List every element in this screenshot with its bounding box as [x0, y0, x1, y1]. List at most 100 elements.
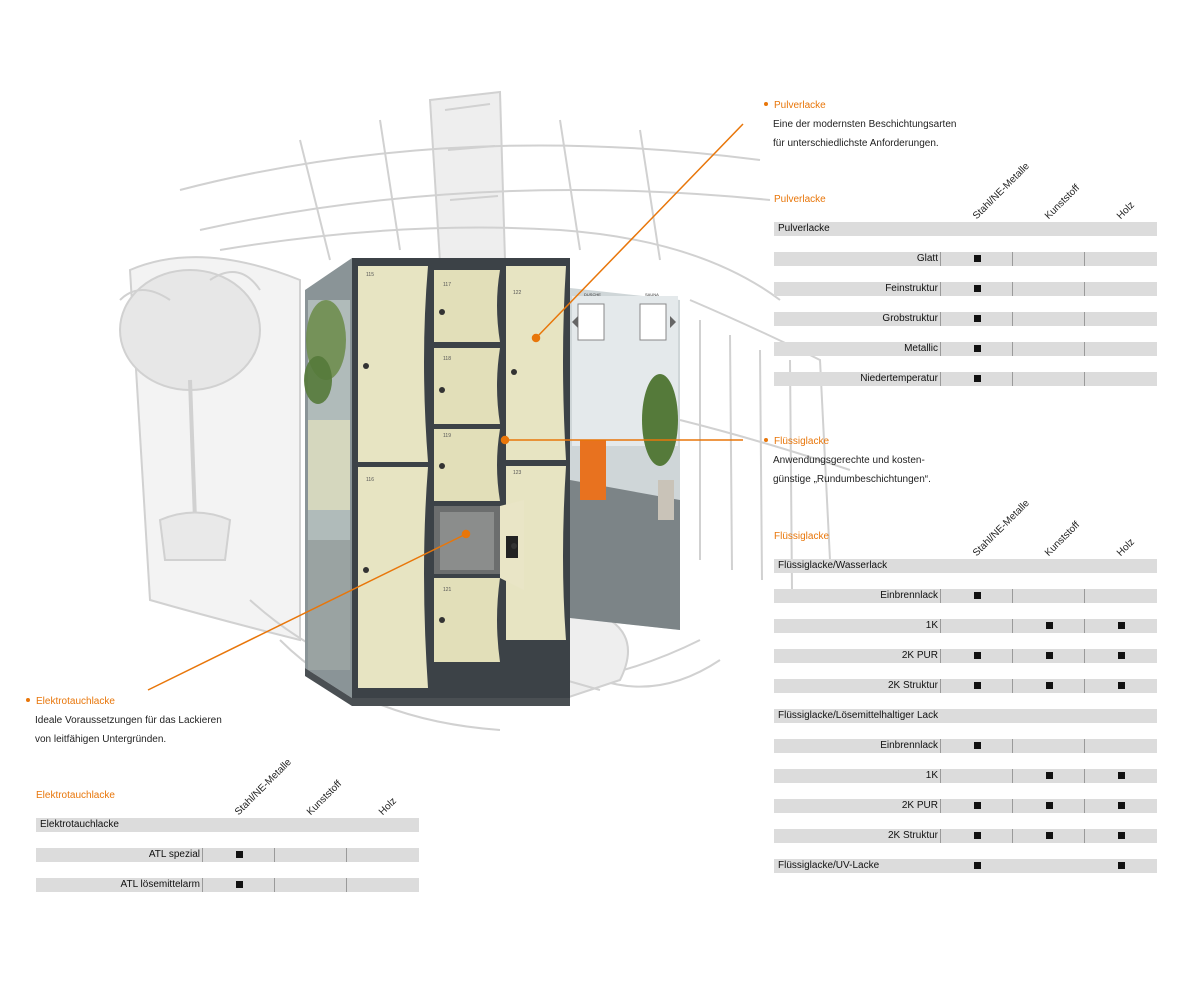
column-divider — [940, 649, 941, 663]
column-divider — [940, 342, 941, 356]
table-row: Grobstruktur — [774, 312, 1157, 326]
row-label: 2K Struktur — [887, 680, 938, 691]
check-mark — [1046, 832, 1053, 839]
table-row: 2K PUR — [774, 799, 1157, 813]
column-divider — [1084, 282, 1085, 296]
callout-description: günstige „Rundumbeschichtungen“. — [773, 474, 931, 485]
check-mark — [1118, 832, 1125, 839]
check-mark — [1118, 682, 1125, 689]
row-label: Einbrennlack — [880, 740, 938, 751]
table-row: 1K — [774, 619, 1157, 633]
callout-title: Pulverlacke — [764, 96, 956, 115]
check-mark — [1118, 622, 1125, 629]
callout-description: für unterschiedlichste Anforderungen. — [773, 138, 939, 149]
callout-fluessiglacke: Flüssiglacke Anwendungsgerechte und kost… — [764, 432, 931, 489]
group-header-row: Flüssiglacke/Lösemittelhaltiger Lack — [774, 709, 1157, 723]
column-divider — [940, 739, 941, 753]
column-divider — [940, 829, 941, 843]
table-row: Feinstruktur — [774, 282, 1157, 296]
column-divider — [346, 848, 347, 862]
table-row: Niedertemperatur — [774, 372, 1157, 386]
group-label: Flüssiglacke/Lösemittelhaltiger Lack — [778, 710, 939, 721]
locker-cabinet — [304, 258, 570, 706]
row-label: Niedertemperatur — [860, 373, 938, 384]
group-header-row: Pulverlacke — [774, 222, 1157, 236]
column-divider — [940, 769, 941, 783]
table-row: Einbrennlack — [774, 589, 1157, 603]
column-divider — [1012, 342, 1013, 356]
group-label: Elektrotauchlacke — [40, 819, 119, 830]
column-divider — [940, 282, 941, 296]
column-divider — [1084, 799, 1085, 813]
check-mark — [974, 652, 981, 659]
check-mark — [1118, 772, 1125, 779]
column-divider — [1012, 312, 1013, 326]
column-divider — [1012, 739, 1013, 753]
locker-number: 115 — [366, 272, 374, 278]
locker-number: 118 — [443, 356, 451, 362]
table-row: 1K — [774, 769, 1157, 783]
bullet-dot — [764, 102, 768, 107]
column-divider — [1084, 252, 1085, 266]
group-header-row: Flüssiglacke/Wasserlack — [774, 559, 1157, 573]
callout-elektrotauchlacke: Elektrotauchlacke Ideale Voraussetzungen… — [26, 692, 222, 749]
column-divider — [1012, 649, 1013, 663]
column-header: Holz — [1115, 199, 1137, 222]
row-label: 2K PUR — [901, 650, 938, 661]
callout-title-text: Elektrotauchlacke — [36, 696, 115, 707]
column-divider — [202, 848, 203, 862]
callout-pulverlacke: Pulverlacke Eine der modernsten Beschich… — [764, 96, 956, 153]
column-divider — [940, 619, 941, 633]
check-mark — [974, 802, 981, 809]
check-mark — [974, 315, 981, 322]
column-divider — [1012, 619, 1013, 633]
group-header-row: Elektrotauchlacke — [36, 818, 419, 832]
bullet-dot — [26, 698, 30, 703]
column-divider — [940, 679, 941, 693]
column-divider — [1084, 739, 1085, 753]
locker-number: 116 — [366, 477, 374, 483]
row-label: ATL spezial — [148, 849, 200, 860]
column-divider — [1012, 829, 1013, 843]
column-divider — [940, 589, 941, 603]
column-divider — [1012, 679, 1013, 693]
table-row: Metallic — [774, 342, 1157, 356]
callout-title: Elektrotauchlacke — [26, 692, 222, 711]
row-label: 2K PUR — [901, 800, 938, 811]
locker-number: 117 — [443, 282, 451, 288]
column-divider — [1084, 679, 1085, 693]
column-divider — [1012, 282, 1013, 296]
check-mark — [974, 255, 981, 262]
group-label: Pulverlacke — [778, 223, 830, 234]
column-divider — [1012, 252, 1013, 266]
column-divider — [1084, 649, 1085, 663]
row-label: 2K Struktur — [887, 830, 938, 841]
check-mark — [974, 682, 981, 689]
row-label: Einbrennlack — [880, 590, 938, 601]
check-mark — [1118, 802, 1125, 809]
column-header: Holz — [377, 795, 399, 818]
column-divider — [346, 878, 347, 892]
column-divider — [1084, 619, 1085, 633]
table-row: Einbrennlack — [774, 739, 1157, 753]
column-divider — [1084, 769, 1085, 783]
row-label: 1K — [925, 620, 938, 631]
row-label: Grobstruktur — [882, 313, 938, 324]
column-divider — [202, 878, 203, 892]
callout-description: Ideale Voraussetzungen für das Lackieren — [35, 715, 222, 726]
column-divider — [940, 312, 941, 326]
check-mark — [974, 285, 981, 292]
room-reflection — [570, 288, 680, 630]
column-divider — [1012, 589, 1013, 603]
column-divider — [1084, 312, 1085, 326]
column-divider — [1084, 829, 1085, 843]
check-mark — [974, 742, 981, 749]
table-row: 2K Struktur — [774, 679, 1157, 693]
row-label: Glatt — [916, 253, 938, 264]
check-mark — [236, 881, 243, 888]
table-row: ATL spezial — [36, 848, 419, 862]
check-mark — [974, 345, 981, 352]
check-mark — [1046, 682, 1053, 689]
